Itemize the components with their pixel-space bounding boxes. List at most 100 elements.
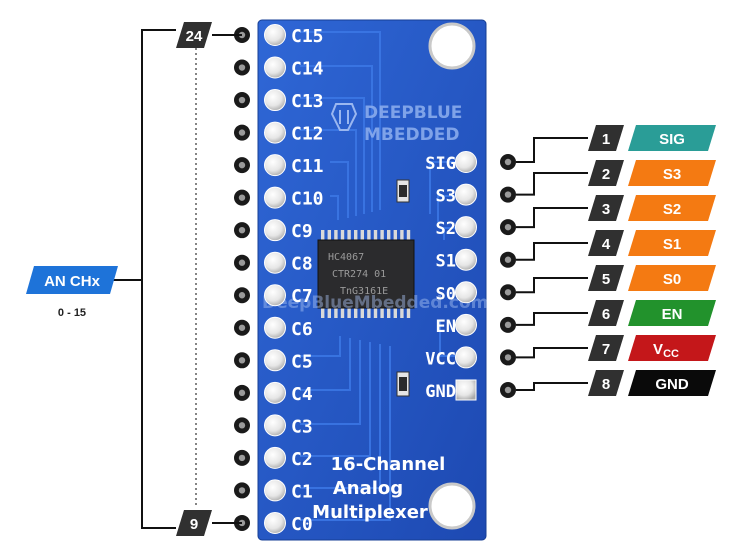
connector-line <box>516 277 588 294</box>
solder-pad <box>455 183 477 206</box>
pin-c1: C1 <box>234 479 313 502</box>
pin-function-label: SIG <box>659 131 685 148</box>
solder-pad <box>264 446 286 469</box>
pin-number: 4 <box>602 236 611 253</box>
pin-c4: C4 <box>234 381 313 405</box>
badge-pin-9 <box>176 510 212 536</box>
brand-line2: MBEDDED <box>364 125 459 145</box>
mounting-hole-top <box>428 22 476 70</box>
solder-pad <box>264 56 286 79</box>
badge-pin-24-text: 24 <box>186 28 203 45</box>
pin-c6: C6 <box>234 316 313 340</box>
solder-pad <box>264 381 286 404</box>
solder-pad <box>264 414 286 437</box>
pin-number: 7 <box>602 341 610 358</box>
solder-pad <box>264 349 286 372</box>
pin-function-label: S3 <box>663 166 681 183</box>
pin-number-badge <box>588 300 624 326</box>
watermark: DeepBlueMbedded.com <box>262 293 488 313</box>
pin-c13: C13 <box>234 89 324 112</box>
pin-function-bg <box>628 370 716 396</box>
silk-label-c14: C14 <box>291 59 324 80</box>
silk-label-c11: C11 <box>291 156 324 177</box>
mounting-hole-bottom <box>428 482 476 530</box>
silk-label-s0: S0 <box>436 284 456 304</box>
pin-c11: C11 <box>234 154 324 177</box>
pin-function-bg <box>628 160 716 186</box>
pin-function-label: EN <box>662 306 683 323</box>
silk-label-c7: C7 <box>291 286 313 307</box>
connector-line <box>516 312 588 326</box>
pin-function-bg <box>628 125 716 151</box>
silk-label-c0: C0 <box>291 514 313 535</box>
silk-label-c9: C9 <box>291 221 313 242</box>
pin-number: 5 <box>602 271 610 288</box>
pin-number-badge <box>588 195 624 221</box>
pin-number: 6 <box>602 306 610 323</box>
connector-line <box>516 347 588 359</box>
pin-function-bg <box>628 230 716 256</box>
pin-function-label: GND <box>655 376 689 393</box>
pin-function-bg <box>628 265 716 291</box>
solder-pad <box>264 219 286 242</box>
pin-c5: C5 <box>234 349 313 372</box>
silk-label-c8: C8 <box>291 254 313 275</box>
pcb-board: DEEPBLUE MBEDDED HC4067 CTR274 01 TnG316… <box>257 19 488 541</box>
solder-pad <box>455 248 477 271</box>
pin-c2: C2 <box>234 446 313 470</box>
pin-gnd: GND 8 GND <box>425 370 716 402</box>
connector-line <box>516 137 588 163</box>
solder-pad <box>455 151 477 173</box>
analog-channel-bracket: 24 9 AN CHx 0 - 15 <box>26 22 242 536</box>
ic-chip: HC4067 CTR274 01 TnG3161E <box>317 230 415 318</box>
pin-c14: C14 <box>234 56 324 80</box>
solder-pad-square <box>455 379 477 401</box>
pin-c3: C3 <box>234 414 313 437</box>
solder-pad <box>455 216 477 239</box>
pin-number: 1 <box>602 131 610 148</box>
connector-line <box>516 242 588 261</box>
pin-c0: C0 <box>234 511 313 535</box>
pin-number-badge <box>588 230 624 256</box>
an-chx-label: AN CHx <box>44 273 100 290</box>
brand-logo <box>330 103 358 131</box>
board-title-line3: Multiplexer <box>312 502 428 523</box>
an-chx-range: 0 - 15 <box>58 307 86 319</box>
badge-pin-24 <box>176 22 212 48</box>
solder-pad <box>264 284 286 307</box>
silk-label-c10: C10 <box>291 189 324 210</box>
silk-label-s3: S3 <box>436 187 456 207</box>
pin-c8: C8 <box>234 251 313 275</box>
silk-label-c1: C1 <box>291 481 313 502</box>
pin-c15: C15 <box>234 24 324 47</box>
solder-pad <box>264 251 286 274</box>
silk-label-s1: S1 <box>436 252 456 272</box>
pin-c12: C12 <box>234 121 324 145</box>
chip-marking-2: CTR274 01 <box>332 269 386 280</box>
solder-pad <box>264 479 286 502</box>
silk-label-c3: C3 <box>291 416 313 437</box>
pin-function-bg <box>628 300 716 326</box>
pin-function-bg <box>628 195 716 221</box>
silk-label-vcc: VCC <box>425 349 456 369</box>
silk-label-gnd: GND <box>425 382 456 402</box>
silk-label-c4: C4 <box>291 384 313 405</box>
pin-number: 8 <box>602 376 610 393</box>
pin-function-label: S0 <box>663 271 681 288</box>
solder-pad <box>455 313 477 336</box>
silk-label-c2: C2 <box>291 449 313 470</box>
board-title-line1: 16-Channel <box>331 454 446 475</box>
silk-label-en: EN <box>436 317 456 337</box>
solder-pad <box>264 316 286 339</box>
pin-c7: C7 <box>234 284 313 307</box>
connector-line <box>516 172 588 196</box>
solder-pad <box>264 121 286 144</box>
solder-pad <box>264 24 286 46</box>
silk-label-c15: C15 <box>291 26 324 47</box>
